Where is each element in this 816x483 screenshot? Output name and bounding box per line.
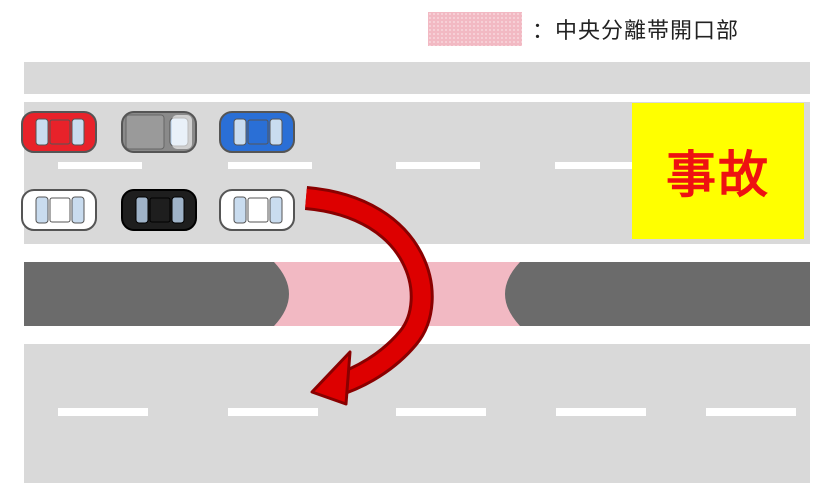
legend-swatch-median-opening bbox=[428, 12, 522, 46]
legend-label: ：中央分離帯開口部 bbox=[532, 19, 740, 44]
lower-lane-markings bbox=[58, 408, 796, 416]
accident-box: 事故 bbox=[632, 103, 804, 239]
car-upper-2 bbox=[121, 111, 197, 153]
queued-cars bbox=[21, 111, 295, 231]
car-lower-2 bbox=[121, 189, 197, 231]
median-opening bbox=[274, 262, 520, 326]
u-turn-arrow bbox=[304, 186, 434, 406]
car-upper-3 bbox=[219, 111, 295, 153]
car-lower-1 bbox=[21, 189, 97, 231]
car-upper-1 bbox=[21, 111, 97, 153]
road-shoulder-top bbox=[24, 62, 810, 94]
accident-label: 事故 bbox=[666, 146, 770, 204]
legend: ：中央分離帯開口部 bbox=[428, 12, 739, 46]
upper-lane-markings bbox=[58, 162, 633, 169]
car-lower-3 bbox=[219, 189, 295, 231]
